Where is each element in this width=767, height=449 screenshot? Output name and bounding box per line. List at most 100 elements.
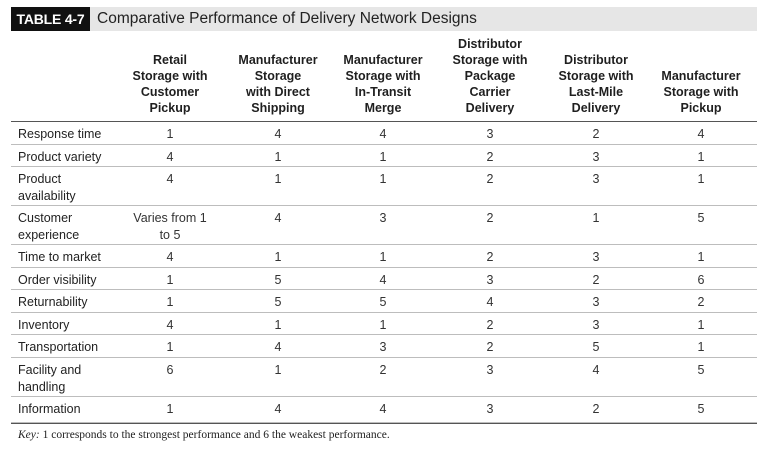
table-number-badge: TABLE 4-7: [11, 7, 90, 31]
column-header-line: Retail: [152, 53, 188, 67]
table-cell: 2: [486, 211, 494, 225]
table-cell: 3: [379, 340, 387, 354]
table-cell: 5: [697, 363, 705, 377]
table-cell: 4: [166, 318, 174, 332]
row-divider: [11, 312, 757, 313]
column-header-line: Distributor: [458, 37, 522, 51]
table-cell: 1: [166, 127, 174, 141]
table-cell: 2: [592, 127, 600, 141]
row-divider: [11, 422, 757, 423]
table-cell: 1: [697, 318, 705, 332]
table-cell: 4: [379, 127, 387, 141]
table-cell: 3: [486, 273, 494, 287]
column-header-line: Storage with: [345, 69, 421, 83]
table-cell: 4: [274, 211, 282, 225]
column-header-line: Distributor: [564, 53, 628, 67]
column-header-line: Carrier: [469, 85, 511, 99]
table-cell: 4: [166, 150, 174, 164]
table-cell: 1: [379, 150, 387, 164]
column-header-line: Storage with: [558, 69, 634, 83]
column-header-line: Storage with: [663, 85, 739, 99]
row-divider: [11, 166, 757, 167]
table-cell: 1: [379, 250, 387, 264]
row-label: Transportation: [18, 340, 99, 354]
table-cell: 5: [379, 295, 387, 309]
table-cell: 3: [592, 172, 600, 186]
table-cell: 4: [592, 363, 600, 377]
table-bottom-divider: [11, 423, 757, 424]
table-cell: 3: [592, 318, 600, 332]
column-header-line: Storage with: [132, 69, 208, 83]
key-text: 1 corresponds to the strongest performan…: [42, 429, 390, 441]
table-cell: 2: [592, 402, 600, 416]
table-cell: 1: [697, 150, 705, 164]
table-cell: 3: [592, 150, 600, 164]
table-cell: 1: [166, 340, 174, 354]
column-header-line: Shipping: [251, 101, 305, 115]
column-header-line: Manufacturer: [661, 69, 741, 83]
table-cell: 1: [274, 318, 282, 332]
row-label: Product variety: [18, 150, 102, 164]
table-cell: 5: [592, 340, 600, 354]
row-divider: [11, 289, 757, 290]
table-cell: 6: [697, 273, 705, 287]
table-cell: 1: [379, 172, 387, 186]
table-cell: 1: [592, 211, 600, 225]
table-cell: 3: [486, 363, 494, 377]
table-cell: 3: [486, 127, 494, 141]
table-cell: 5: [274, 273, 282, 287]
column-header-line: Last-Mile: [568, 85, 624, 99]
table-cell: 4: [274, 127, 282, 141]
table-cell: 1: [166, 402, 174, 416]
column-header-line: Pickup: [149, 101, 191, 115]
table-cell: 1: [274, 250, 282, 264]
table-cell: 2: [486, 340, 494, 354]
row-label: Time to market: [18, 250, 101, 264]
table-cell: 5: [274, 295, 282, 309]
row-divider: [11, 205, 757, 206]
table-cell: 1: [166, 295, 174, 309]
row-divider: [11, 244, 757, 245]
table-cell: 3: [592, 295, 600, 309]
table-cell: 3: [486, 402, 494, 416]
table-cell: 2: [486, 150, 494, 164]
table-cell: 4: [697, 127, 705, 141]
column-header-line: Delivery: [571, 101, 621, 115]
table-cell: 5: [697, 402, 705, 416]
table-cell: 1: [697, 340, 705, 354]
row-divider: [11, 357, 757, 358]
table-cell: 4: [379, 402, 387, 416]
row-label: Returnability: [18, 295, 88, 309]
table-cell: 4: [166, 250, 174, 264]
row-label: Inventory: [18, 318, 70, 332]
table-cell: 1: [379, 318, 387, 332]
table-cell: 4: [486, 295, 494, 309]
row-divider: [11, 267, 757, 268]
table-cell: 5: [697, 211, 705, 225]
table-title: Comparative Performance of Delivery Netw…: [97, 10, 477, 27]
row-divider: [11, 334, 757, 335]
header-divider: [11, 121, 757, 122]
column-header-line: Storage with: [452, 53, 528, 67]
table-cell: 3: [379, 211, 387, 225]
table-cell: 1: [697, 172, 705, 186]
key-label: Key:: [18, 429, 40, 441]
column-header-line: Storage: [254, 69, 302, 83]
